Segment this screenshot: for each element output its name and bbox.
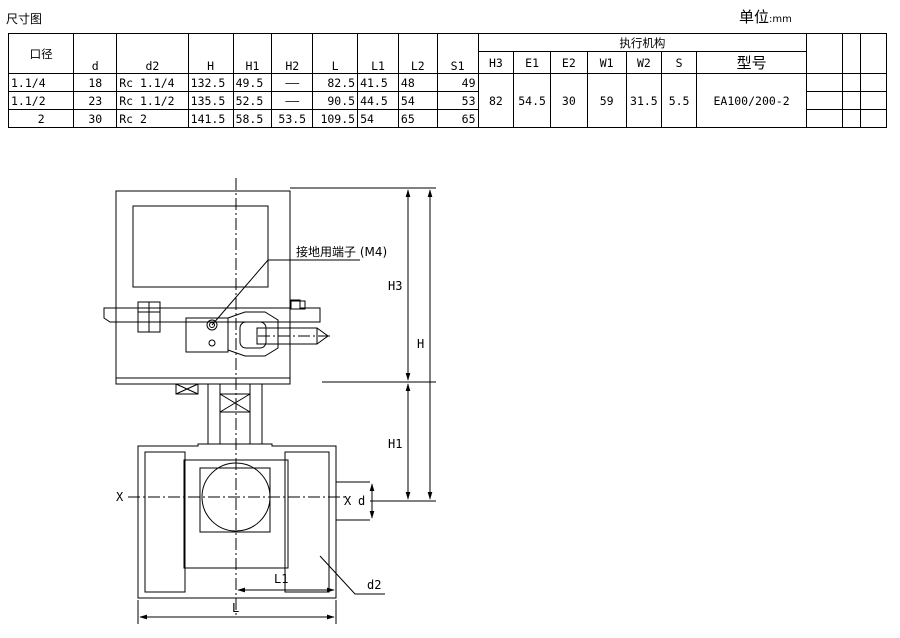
valve-body [137, 443, 337, 599]
cell-L1: 54 [357, 109, 399, 128]
cell-L: 109.5 [312, 109, 359, 128]
header-H2: H2 [271, 33, 314, 74]
table-row: 2 30 Rc 2 141.5 58.5 53.5 109.5 54 65 65 [7, 109, 887, 128]
label-X-right: X [344, 494, 352, 508]
cell-W2: 31.5 [625, 73, 663, 128]
cell-S1: 49 [436, 73, 479, 92]
cell-H: 132.5 [187, 73, 234, 92]
label-H: H [417, 337, 424, 351]
cell-L2: 65 [397, 109, 438, 128]
header-H: H [187, 33, 234, 74]
cell-d: 23 [73, 91, 118, 110]
ground-terminal-leader [211, 259, 360, 326]
actuator-window [132, 205, 269, 288]
cell-W1: 59 [586, 73, 627, 128]
header-L2: L2 [397, 33, 438, 74]
cell-bore: 2 [7, 109, 75, 128]
label-L: L [232, 601, 239, 615]
cell-S: 5.5 [661, 73, 697, 128]
d2-leader [319, 555, 385, 595]
cell-H1: 58.5 [232, 109, 273, 128]
label-L1: L1 [274, 572, 288, 586]
header-H1: H1 [232, 33, 273, 74]
label-H3: H3 [388, 279, 402, 293]
ground-terminal-label: 接地用端子 (M4) [296, 244, 387, 259]
unit-label-text: 单位 [739, 8, 770, 26]
table-header-row-1: 口径 d d2 H H1 H2 L L1 L2 S1 执行机构 [7, 33, 887, 74]
header-E1: E1 [513, 51, 551, 74]
header-L1: L1 [357, 33, 399, 74]
table-row: 1.1/4 18 Rc 1.1/4 132.5 49.5 —— 82.5 41.… [7, 73, 887, 128]
bolt-right [290, 300, 306, 310]
cell-model: EA100/200-2 [695, 73, 808, 128]
cell-L: 90.5 [312, 91, 359, 110]
dimension-table: 口径 d d2 H H1 H2 L L1 L2 S1 执行机构 H3 E1 E2… [7, 33, 887, 128]
header-d2: d2 [116, 33, 189, 74]
header-model: 型号 [695, 51, 808, 74]
valve-stem [207, 383, 263, 445]
cell-d2: Rc 2 [116, 109, 189, 128]
actuator-flange [103, 299, 321, 323]
empty-cell [860, 109, 887, 128]
cable-gland [227, 311, 279, 357]
cell-L1: 44.5 [357, 91, 399, 110]
empty-cell [841, 109, 862, 128]
cell-E1: 54.5 [513, 73, 551, 128]
cell-H: 141.5 [187, 109, 234, 128]
actuator-body [115, 190, 291, 385]
page-title: 尺寸图 [6, 12, 43, 26]
ground-terminal-icon [206, 319, 218, 331]
label-H1: H1 [388, 437, 402, 451]
unit-label: 单位:mm [739, 6, 792, 27]
cell-L2: 48 [397, 73, 438, 92]
cell-H2: 53.5 [271, 109, 314, 128]
cell-L: 82.5 [312, 73, 359, 92]
header-S1: S1 [436, 33, 479, 74]
cell-S1: 65 [436, 109, 479, 128]
table-header-row-2: H3 E1 E2 W1 W2 S 型号 [9, 51, 887, 74]
unit-value: :mm [769, 14, 792, 25]
cell-H2: —— [271, 91, 314, 110]
label-d: d [358, 494, 365, 508]
label-X-left: X [116, 490, 124, 504]
label-d2: d2 [367, 578, 381, 592]
cell-E2: 30 [549, 73, 588, 128]
header-E2: E2 [549, 51, 588, 74]
